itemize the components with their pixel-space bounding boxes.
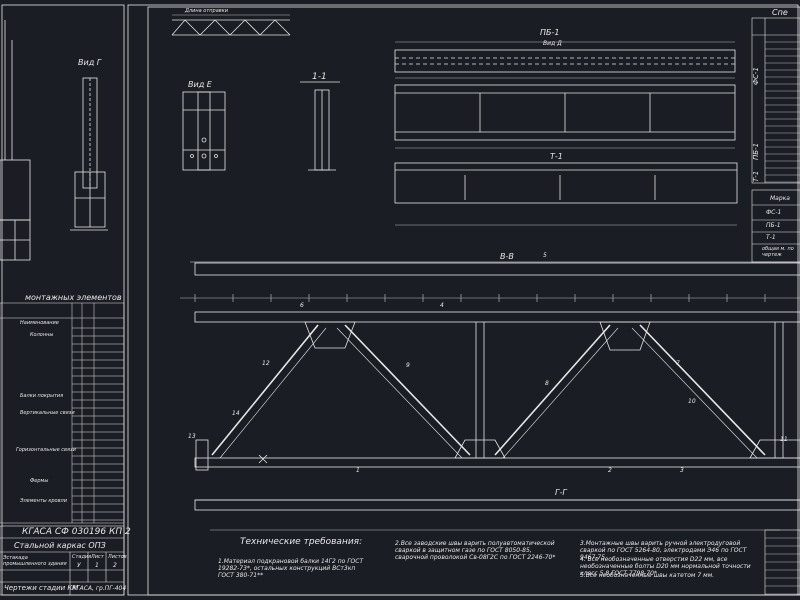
- left-table-title: монтажных элементов: [25, 293, 122, 302]
- mark-8: 8: [545, 380, 549, 387]
- section-1-1-label: 1-1: [312, 72, 327, 82]
- stamp-val-sheet: 1: [95, 562, 99, 569]
- mark-1: 1: [356, 467, 360, 474]
- main-truss: [180, 261, 800, 511]
- weight-label: общая м. по чертеж: [762, 246, 794, 258]
- tech-requirements-title: Технические требования:: [240, 537, 363, 547]
- row-columns: Колонны: [30, 332, 54, 338]
- stamp-sub: Эстакада промышленного здания: [3, 555, 67, 567]
- row-vertical-braces: Вертикальные связи: [20, 410, 75, 416]
- mark-5: 5: [543, 252, 547, 259]
- mark-12: 12: [262, 360, 270, 367]
- marks-header: Марка: [770, 195, 790, 202]
- view-e-label: Вид Е: [188, 80, 212, 89]
- view-g-column: [70, 77, 108, 231]
- pb1-plan: [394, 41, 736, 79]
- mark-6: 6: [300, 302, 304, 309]
- left-table-header: Наименование: [20, 320, 59, 326]
- row-beams: Балки покрытия: [20, 393, 64, 399]
- stamp-col-sheet: Лист: [91, 554, 104, 560]
- mark-4: 4: [440, 302, 444, 309]
- stamp-code: КГАСА СФ 030196 КП 2: [22, 527, 131, 537]
- mark-t1: Т-1: [766, 234, 776, 241]
- side-label-t1: Т-1: [752, 170, 760, 182]
- stamp-sheet: Чертежи стадии КМ: [4, 584, 79, 592]
- side-label-fs1: ФС-1: [752, 67, 760, 85]
- scheme-title: Длина отправки: [185, 8, 228, 14]
- side-label-pb1: ПБ-1: [752, 142, 760, 160]
- stamp-col-stage: Стадия: [72, 554, 92, 560]
- pb1-elevation: [394, 84, 736, 149]
- row-horizontal-braces: Горизонтальные связи: [16, 447, 76, 453]
- row-trusses: Фермы: [30, 478, 49, 484]
- spec-title: Спе: [772, 8, 788, 17]
- stamp-col-sheets: Листов: [108, 554, 127, 560]
- bottom-right-stamp: [764, 529, 800, 596]
- left-element-table: [0, 302, 125, 524]
- mark-14: 14: [232, 410, 240, 417]
- main-sheet-frame: [127, 4, 799, 596]
- view-e-detail: [182, 91, 226, 171]
- stamp-title: Стальной каркас ОПЗ: [14, 541, 106, 550]
- stamp-val-stage: У: [77, 562, 81, 569]
- mark-9: 9: [406, 362, 410, 369]
- mark-10: 10: [688, 398, 696, 405]
- t1-label: Т-1: [550, 152, 563, 161]
- view-g-label: Вид Г: [78, 58, 102, 67]
- note-2: 2.Все заводские швы варить полуавтоматич…: [395, 540, 556, 561]
- main-inner-frame: [147, 6, 800, 596]
- stamp-org: КГАСА, гр.ПГ-404: [72, 585, 127, 592]
- mark-pb1: ПБ-1: [766, 222, 781, 229]
- left-stamp: [0, 525, 125, 596]
- section-1-1: [300, 81, 340, 171]
- note-1: 1.Материал подкрановой балки 14Г2 по ГОС…: [218, 558, 364, 579]
- pb1-label: ПБ-1: [540, 28, 560, 37]
- stamp-val-sheets: 2: [113, 562, 117, 569]
- row-roof: Элементы кровли: [20, 498, 67, 504]
- view-d-label: Вид Д: [543, 40, 562, 47]
- mark-2: 2: [608, 467, 612, 474]
- mark-11: 11: [780, 436, 788, 443]
- section-gg-label: Г-Г: [555, 488, 567, 497]
- note-5: 5.Все необозначенные швы катетом 7 мм.: [580, 572, 715, 579]
- note-3: 3.Монтажные швы варить ручной электродуг…: [580, 540, 747, 561]
- right-spec-table: [751, 17, 800, 263]
- mark-13: 13: [188, 433, 196, 440]
- left-column-elevation: [0, 20, 31, 261]
- section-vv-label: В-В: [500, 252, 514, 261]
- note-4: 4. Все необозначенные отверстия D22 мм, …: [580, 556, 751, 577]
- mark-7: 7: [676, 360, 680, 367]
- mark-3: 3: [680, 467, 684, 474]
- t1-elevation: [394, 162, 738, 226]
- mark-fs1: ФС-1: [766, 209, 782, 216]
- truss-scheme: [171, 14, 291, 36]
